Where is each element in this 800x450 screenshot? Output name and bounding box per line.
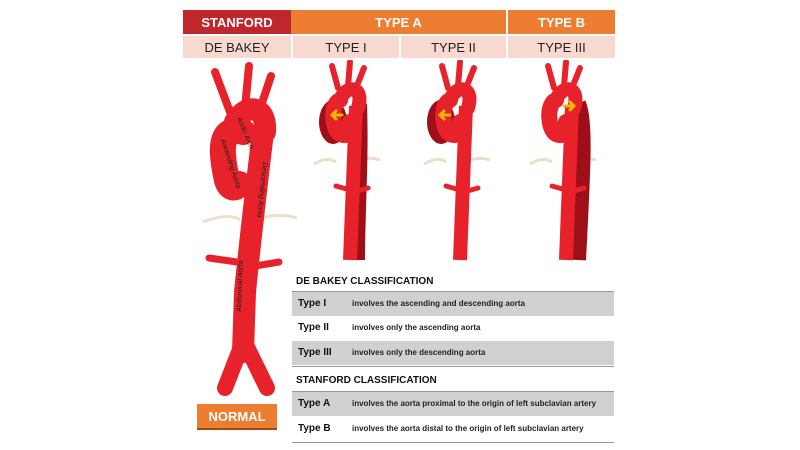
row-desc: involves the aorta distal to the origin … <box>352 424 584 433</box>
row-desc: involves the aorta proximal to the origi… <box>352 399 597 408</box>
header-stanford: STANFORD <box>183 10 291 34</box>
row-desc: involves the ascending and descending ao… <box>352 299 525 308</box>
header-type-2-label: TYPE II <box>431 39 476 55</box>
header-type-2: TYPE II <box>401 36 506 58</box>
header-type-3-label: TYPE III <box>537 39 586 55</box>
normal-badge: NORMAL <box>197 404 277 430</box>
normal-badge-label: NORMAL <box>208 408 266 424</box>
divider <box>292 366 614 367</box>
row-type: Type I <box>298 298 327 309</box>
stanford-section-title: STANFORD CLASSIFICATION <box>296 375 437 386</box>
table-row: Type I involves the ascending and descen… <box>292 292 614 316</box>
aorta-type-2-illustration <box>423 60 491 261</box>
row-type: Type III <box>298 347 332 358</box>
header-type-a: TYPE A <box>291 10 506 34</box>
table-row: Type II involves only the ascending aort… <box>292 316 614 340</box>
header-debakey: DE BAKEY <box>183 36 291 58</box>
header-debakey-label: DE BAKEY <box>204 39 270 55</box>
aorta-type-3-illustration <box>529 60 597 261</box>
header-type-3: TYPE III <box>508 36 615 58</box>
row-desc: involves only the descending aorta <box>352 348 486 357</box>
header-type-1: TYPE I <box>293 36 399 58</box>
arrow-icon <box>329 109 344 121</box>
divider <box>292 291 614 292</box>
row-type: Type B <box>298 423 331 434</box>
header-type-1-label: TYPE I <box>325 39 367 55</box>
label-abdominal-aorta: Abdominal Aorta <box>236 260 245 313</box>
row-desc: involves only the ascending aorta <box>352 323 481 332</box>
table-row: Type A involves the aorta proximal to th… <box>292 392 614 416</box>
row-type: Type II <box>298 322 329 333</box>
table-row: Type B involves the aorta distal to the … <box>292 417 614 441</box>
table-row: Type III involves only the descending ao… <box>292 341 614 365</box>
header-stanford-label: STANFORD <box>201 14 273 30</box>
aorta-type-1-illustration <box>313 60 381 261</box>
row-type: Type A <box>298 398 331 409</box>
header-type-b: TYPE B <box>508 10 615 34</box>
arrow-icon <box>562 100 577 112</box>
divider <box>292 391 614 392</box>
arrow-icon <box>437 109 452 121</box>
header-type-a-label: TYPE A <box>375 14 422 30</box>
aorta-normal-illustration: Ascending Aorta Aortic Arch Descending A… <box>202 62 298 396</box>
header-type-b-label: TYPE B <box>538 14 585 30</box>
debakey-section-title: DE BAKEY CLASSIFICATION <box>296 276 434 287</box>
divider <box>292 442 614 443</box>
